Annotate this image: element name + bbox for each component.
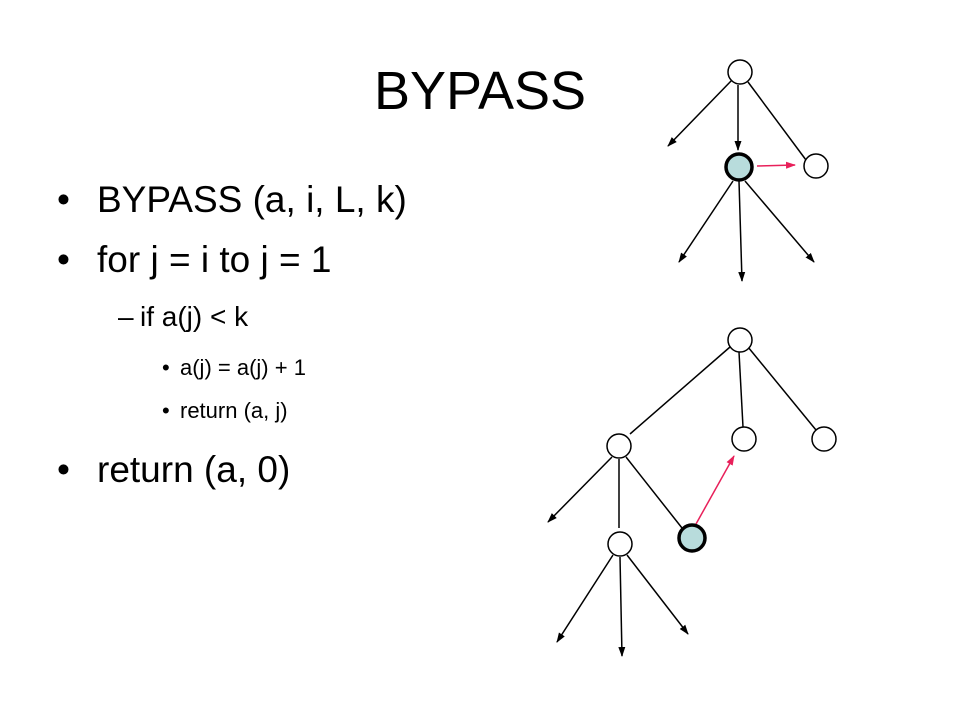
sub-sub-bullet-marker: • xyxy=(162,398,170,423)
bypass-arrow xyxy=(756,161,796,169)
tree-edge xyxy=(738,351,744,428)
tree-node xyxy=(727,327,753,353)
tree-edge xyxy=(678,180,734,263)
sub-bullet-text: if a(j) < k xyxy=(140,301,249,332)
sub-bullet-marker: – xyxy=(118,301,134,332)
tree-edge xyxy=(629,346,731,435)
tree-edge xyxy=(738,180,746,282)
highlighted-node xyxy=(724,152,754,182)
tree-edge xyxy=(618,556,626,657)
bullet-text: return (a, 0) xyxy=(97,449,291,490)
slide-title: BYPASS xyxy=(373,61,587,121)
tree-edge xyxy=(744,180,815,263)
tree-node xyxy=(606,433,632,459)
lower-tree xyxy=(547,327,837,657)
tree-node xyxy=(803,153,829,179)
tree-edge xyxy=(667,79,733,147)
highlighted-node xyxy=(677,523,707,553)
tree-node xyxy=(731,426,757,452)
tree-edge xyxy=(747,346,817,431)
bullet-text: BYPASS (a, i, L, k) xyxy=(97,179,407,220)
bullet-text: for j = i to j = 1 xyxy=(97,239,332,280)
sub-sub-bullet-marker: • xyxy=(162,355,170,380)
tree-node xyxy=(607,531,633,557)
bullet-marker: • xyxy=(57,449,70,490)
upper-tree xyxy=(667,59,829,282)
tree-edge xyxy=(747,81,807,161)
tree-edge xyxy=(625,456,683,529)
tree-edge xyxy=(626,554,689,635)
bullet-marker: • xyxy=(57,239,70,280)
sub-sub-bullet-text: a(j) = a(j) + 1 xyxy=(180,355,306,380)
tree-node xyxy=(727,59,753,85)
bullet-marker: • xyxy=(57,179,70,220)
tree-edge xyxy=(556,554,614,643)
tree-edge xyxy=(547,456,613,523)
sub-sub-bullet-text: return (a, j) xyxy=(180,398,288,423)
bypass-arrow xyxy=(695,455,735,525)
tree-node xyxy=(811,426,837,452)
